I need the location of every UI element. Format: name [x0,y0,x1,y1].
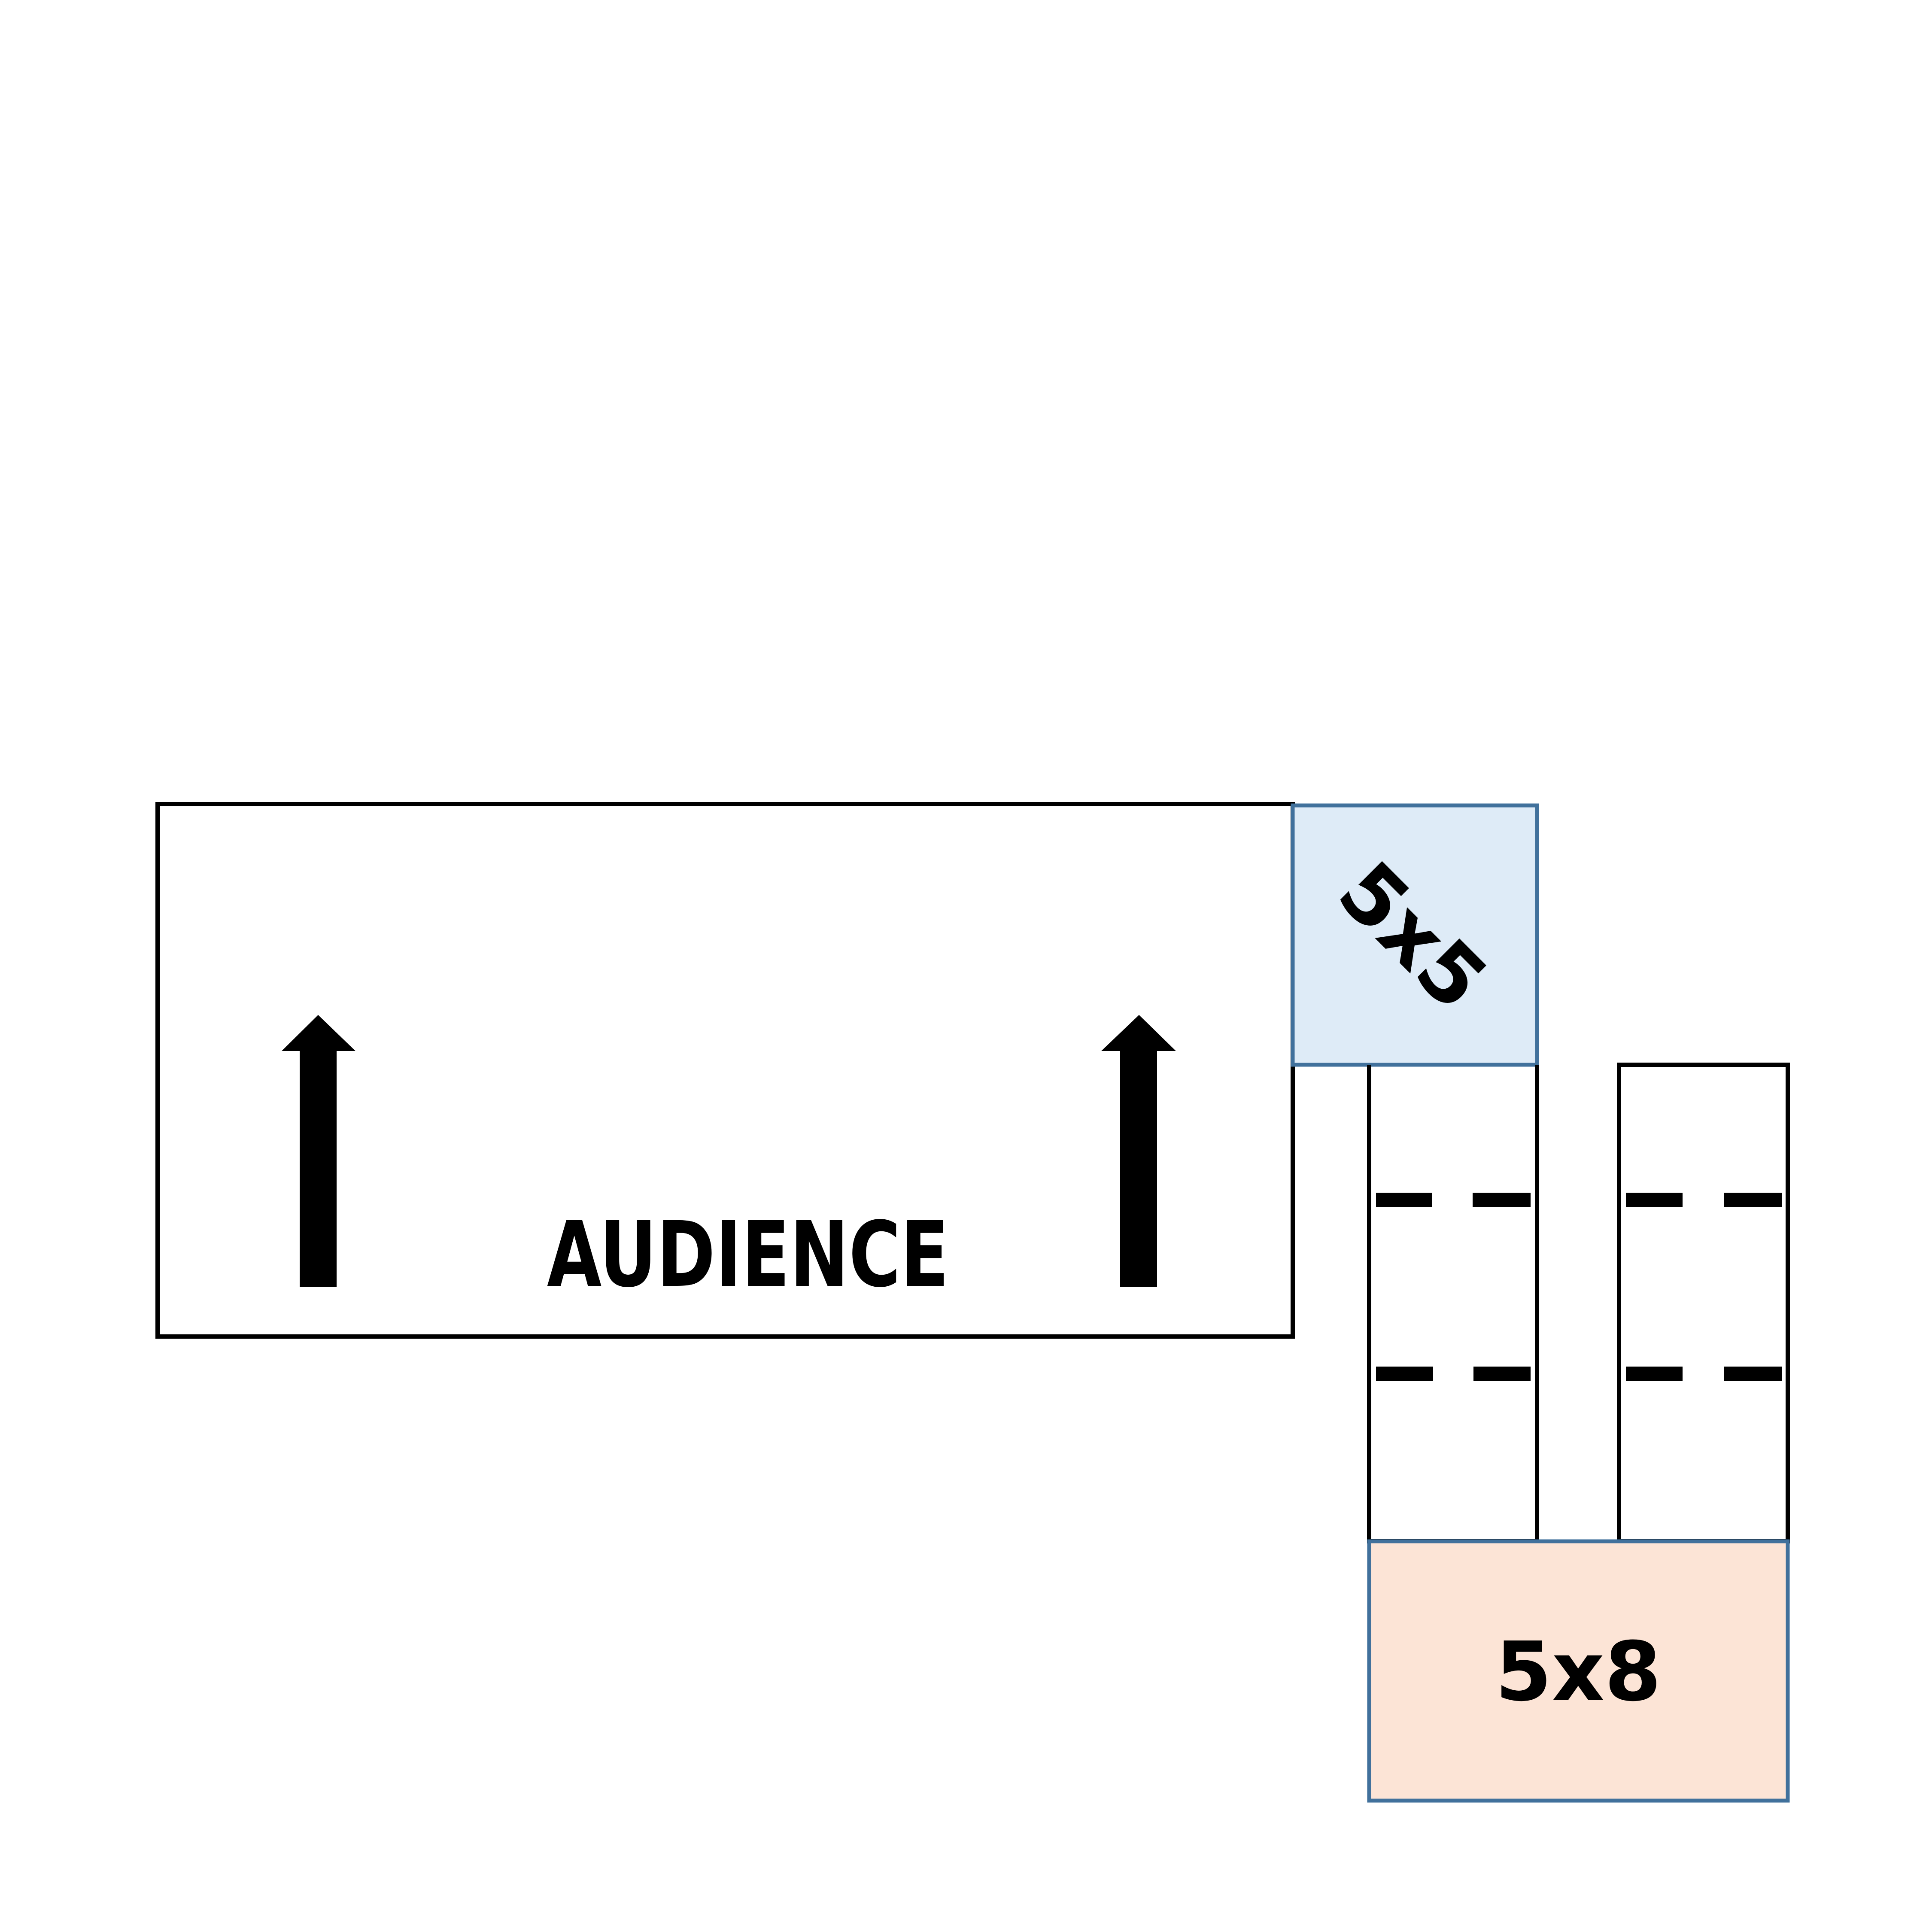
platform-5x5-box [1291,803,1539,1067]
riser-right-outline [1617,1063,1790,1543]
riser-left-outline [1367,1065,1539,1543]
platform-5x8-label: 5x8 [1495,1625,1662,1719]
riser-right [1617,1063,1790,1543]
platform-5x5: 5x5 [1291,803,1539,1067]
platform-5x8-box [1367,1539,1790,1803]
audience-label: AUDIENCE [547,1202,949,1307]
arrow-up-right-icon [1101,1015,1176,1287]
audience-box [155,802,1295,1339]
audience-area: AUDIENCE [155,802,1295,1339]
riser-left [1367,1065,1539,1543]
platform-5x8: 5x8 [1367,1539,1790,1803]
arrow-up-left-icon [282,1015,355,1287]
